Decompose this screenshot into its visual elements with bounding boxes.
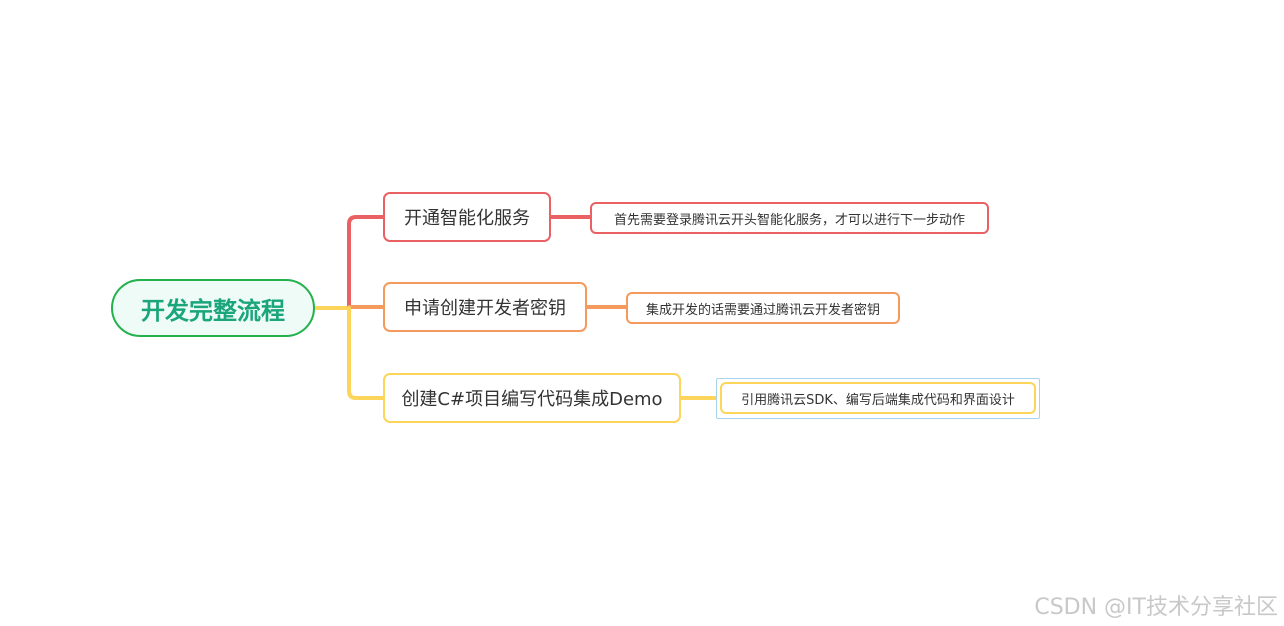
subtopic-open-service-detail[interactable]: 首先需要登录腾讯云开头智能化服务，才可以进行下一步动作 xyxy=(590,202,989,234)
connector-branch-3 xyxy=(347,306,385,400)
branch-topic-create-key[interactable]: 申请创建开发者密钥 xyxy=(383,282,587,332)
branch-topic-label: 申请创建开发者密钥 xyxy=(404,298,566,319)
subtopic-create-key-detail[interactable]: 集成开发的话需要通过腾讯云开发者密钥 xyxy=(626,292,900,324)
branch-topic-label: 开通智能化服务 xyxy=(404,208,530,229)
subtopic-label: 首先需要登录腾讯云开头智能化服务，才可以进行下一步动作 xyxy=(613,212,965,228)
subtopic-label: 引用腾讯云SDK、编写后端集成代码和界面设计 xyxy=(741,392,1015,408)
root-topic[interactable]: 开发完整流程 xyxy=(111,279,315,337)
subtopic-create-project-detail[interactable]: 引用腾讯云SDK、编写后端集成代码和界面设计 xyxy=(720,382,1036,414)
connector-branch-1 xyxy=(347,215,385,310)
watermark: CSDN @IT技术分享社区 xyxy=(1034,595,1278,620)
root-topic-label: 开发完整流程 xyxy=(141,296,285,325)
branch-topic-create-project[interactable]: 创建C#项目编写代码集成Demo xyxy=(383,373,681,423)
branch-topic-open-service[interactable]: 开通智能化服务 xyxy=(383,192,551,242)
branch-topic-label: 创建C#项目编写代码集成Demo xyxy=(401,389,663,410)
subtopic-label: 集成开发的话需要通过腾讯云开发者密钥 xyxy=(645,302,880,318)
